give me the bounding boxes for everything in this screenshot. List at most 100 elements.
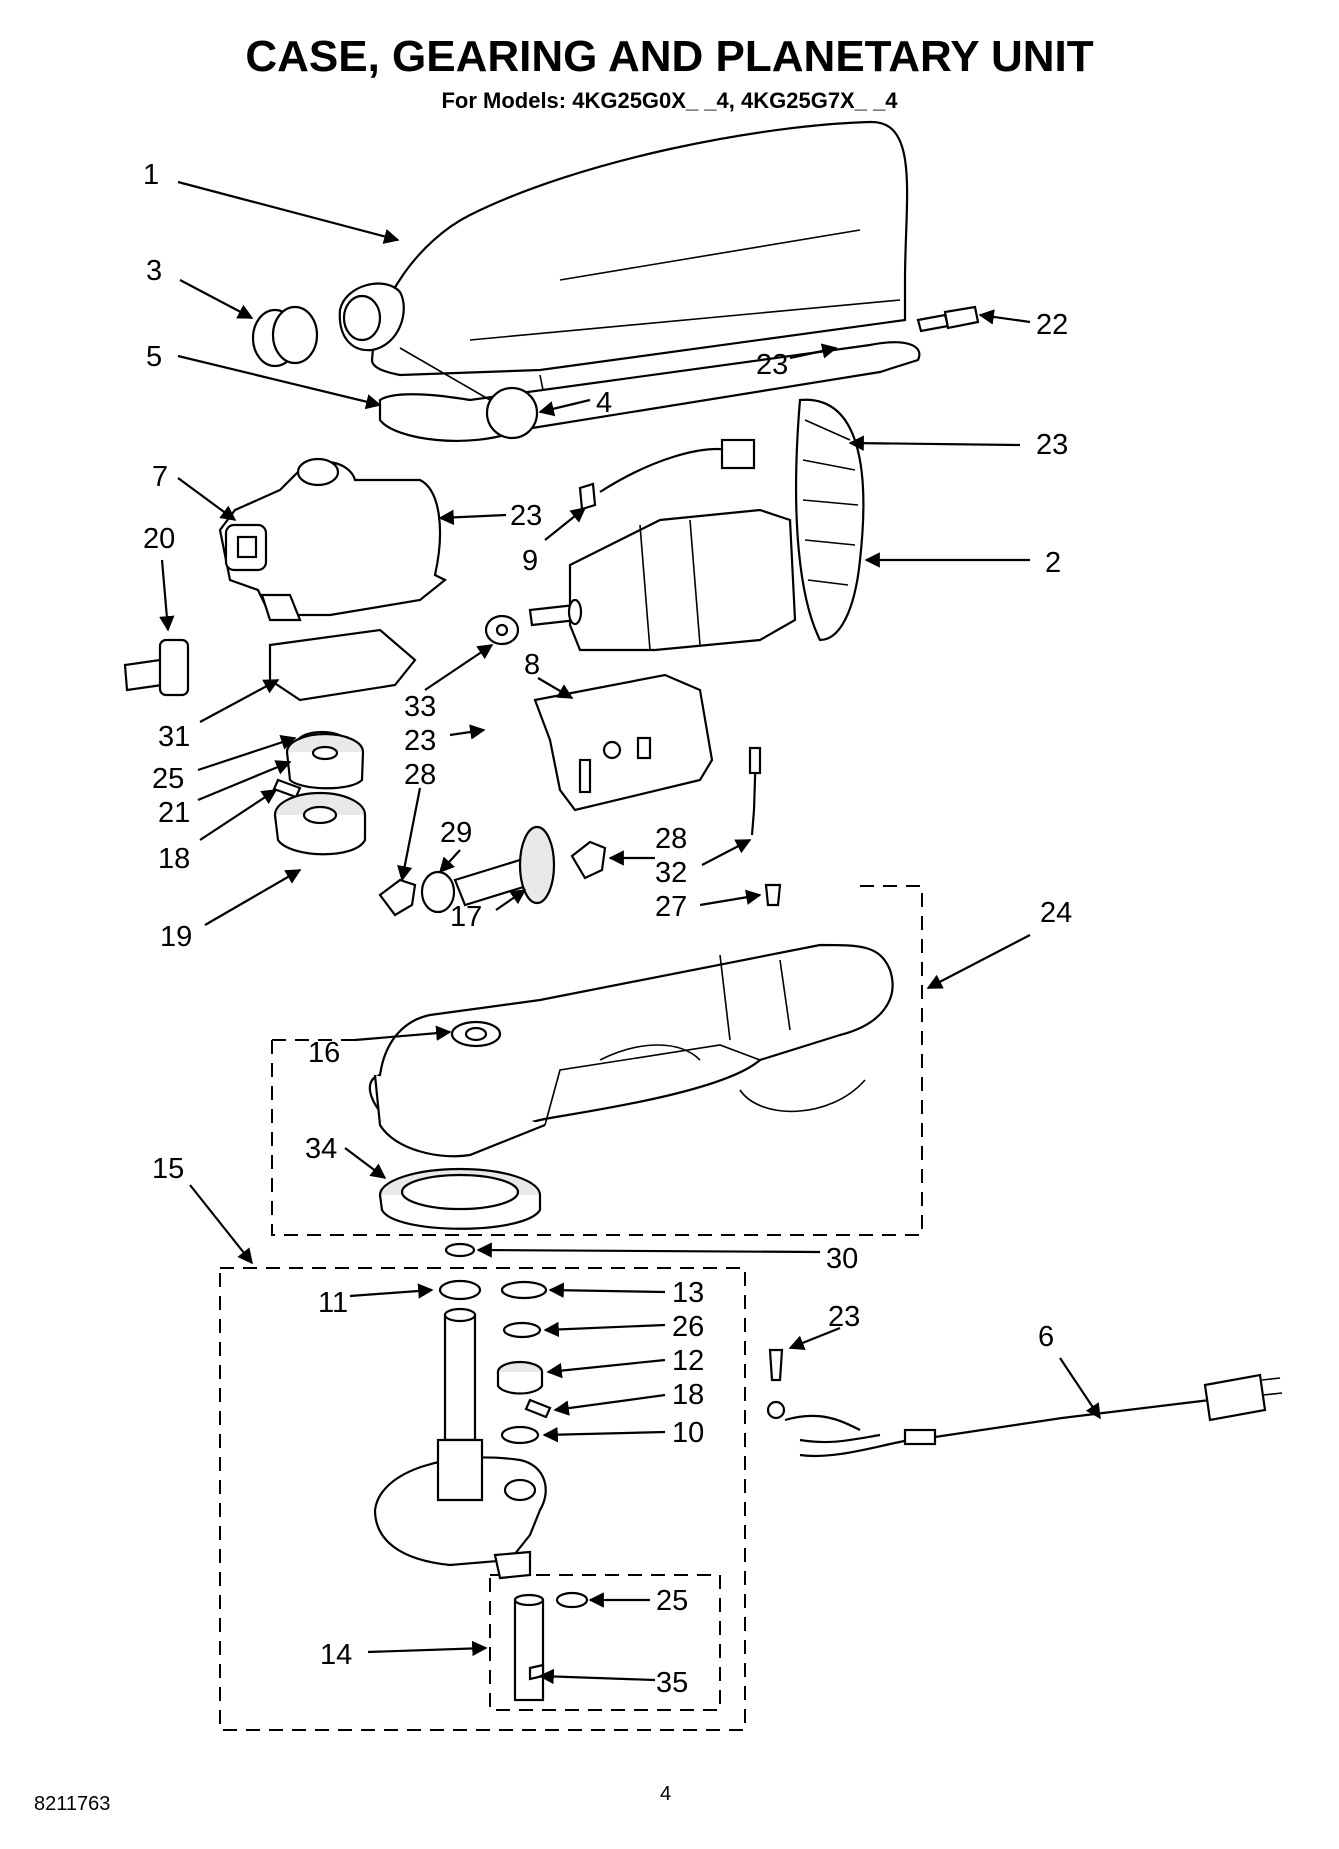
leader-1 xyxy=(177,180,400,244)
power-cord xyxy=(766,1348,1283,1458)
brush-terminal xyxy=(748,746,762,775)
callout-23e: 23 xyxy=(828,1301,860,1333)
leader-5 xyxy=(177,354,382,410)
leader-11 xyxy=(349,1283,434,1299)
screw-27 xyxy=(764,883,782,907)
callout-32: 32 xyxy=(655,857,687,889)
callout-21: 21 xyxy=(158,797,190,829)
leader-8 xyxy=(537,677,574,699)
retaining-ring-13 xyxy=(500,1280,548,1300)
planetary-dashed-box xyxy=(219,1267,746,1731)
motor-housing-cover xyxy=(338,120,909,401)
callout-18b: 18 xyxy=(672,1379,704,1411)
page-title: CASE, GEARING AND PLANETARY UNIT xyxy=(245,32,1094,81)
leader-18a xyxy=(199,789,278,841)
callout-23a: 23 xyxy=(756,349,788,381)
leader-22 xyxy=(978,309,1031,325)
leader-31 xyxy=(199,679,280,723)
gear-case xyxy=(368,943,894,1158)
leader-16 xyxy=(354,1025,452,1042)
gear-case-dashed-box xyxy=(271,885,923,1236)
retaining-ring-25b xyxy=(555,1591,589,1609)
leader-6 xyxy=(1059,1357,1101,1420)
callout-22: 22 xyxy=(1036,309,1068,341)
leader-19 xyxy=(204,869,302,926)
leader-26 xyxy=(543,1321,666,1338)
leader-20 xyxy=(159,559,175,632)
planetary-unit xyxy=(373,1307,547,1580)
callout-23c: 23 xyxy=(510,500,542,532)
callout-33: 33 xyxy=(404,691,436,723)
callout-11: 11 xyxy=(318,1287,348,1319)
leader-14 xyxy=(367,1640,488,1657)
callout-19: 19 xyxy=(160,921,192,953)
leader-4 xyxy=(538,398,591,417)
models-subtitle: For Models: 4KG25G0X_ _4, 4KG25G7X_ _4 xyxy=(441,88,898,113)
callout-28b: 28 xyxy=(655,823,687,855)
drive-gear xyxy=(273,791,367,856)
callout-29: 29 xyxy=(440,817,472,849)
leader-12 xyxy=(546,1358,666,1379)
speed-control-board xyxy=(533,673,714,812)
screw-22 xyxy=(916,305,980,333)
callout-8: 8 xyxy=(524,649,540,681)
leader-24 xyxy=(926,934,1031,989)
callout-14: 14 xyxy=(320,1639,352,1671)
leader-23a xyxy=(789,343,838,360)
wire-clip xyxy=(578,482,597,511)
callout-31: 31 xyxy=(158,721,190,753)
callout-1: 1 xyxy=(143,159,159,191)
callout-9: 9 xyxy=(522,545,538,577)
leader-23d xyxy=(449,724,486,740)
gasket xyxy=(268,628,417,702)
pinion-pin xyxy=(524,1398,552,1419)
callout-4: 4 xyxy=(596,387,612,419)
leader-21 xyxy=(197,760,292,802)
callout-24: 24 xyxy=(1040,897,1072,929)
leader-27 xyxy=(699,889,762,907)
leader-32 xyxy=(701,839,752,866)
washer-30 xyxy=(444,1242,476,1258)
callout-16: 16 xyxy=(308,1037,340,1069)
callout-28a: 28 xyxy=(404,759,436,791)
leader-23c xyxy=(438,509,507,526)
callout-20: 20 xyxy=(143,523,175,555)
leader-15 xyxy=(189,1184,253,1265)
callout-7: 7 xyxy=(152,461,168,493)
callout-12: 12 xyxy=(672,1345,704,1377)
callout-6: 6 xyxy=(1038,1321,1054,1353)
callout-35: 35 xyxy=(656,1667,688,1699)
callout-17: 17 xyxy=(450,901,482,933)
callout-23d: 23 xyxy=(404,725,436,757)
leader-29 xyxy=(438,849,461,874)
leader-30 xyxy=(476,1242,821,1258)
callout-30: 30 xyxy=(826,1243,858,1275)
callout-26: 26 xyxy=(672,1311,704,1343)
hub-cover-cap xyxy=(251,305,319,368)
agitator-shaft xyxy=(513,1593,545,1702)
callout-25a: 25 xyxy=(152,763,184,795)
leader-25a xyxy=(197,735,297,772)
leader-9 xyxy=(544,507,587,541)
leader-10 xyxy=(542,1426,666,1443)
leader-28a xyxy=(397,787,422,882)
callout-23b: 23 xyxy=(1036,429,1068,461)
worm-assembly xyxy=(378,825,607,917)
callout-2: 2 xyxy=(1045,547,1061,579)
leader-23b xyxy=(848,435,1021,451)
leader-23e xyxy=(788,1326,841,1351)
motor-assembly xyxy=(528,398,865,652)
leader-34 xyxy=(344,1147,387,1179)
thumb-screw xyxy=(399,347,539,440)
washer-10 xyxy=(500,1425,540,1445)
callout-34: 34 xyxy=(305,1133,337,1165)
ring-gear xyxy=(378,1167,542,1230)
leader-17 xyxy=(495,889,527,911)
pinion-gear xyxy=(496,1360,544,1395)
document-number: 8211763 xyxy=(34,1793,111,1815)
callout-3: 3 xyxy=(146,255,162,287)
leader-3 xyxy=(179,279,254,319)
page-number: 4 xyxy=(660,1783,672,1805)
callout-10: 10 xyxy=(672,1417,704,1449)
callout-13: 13 xyxy=(672,1277,704,1309)
